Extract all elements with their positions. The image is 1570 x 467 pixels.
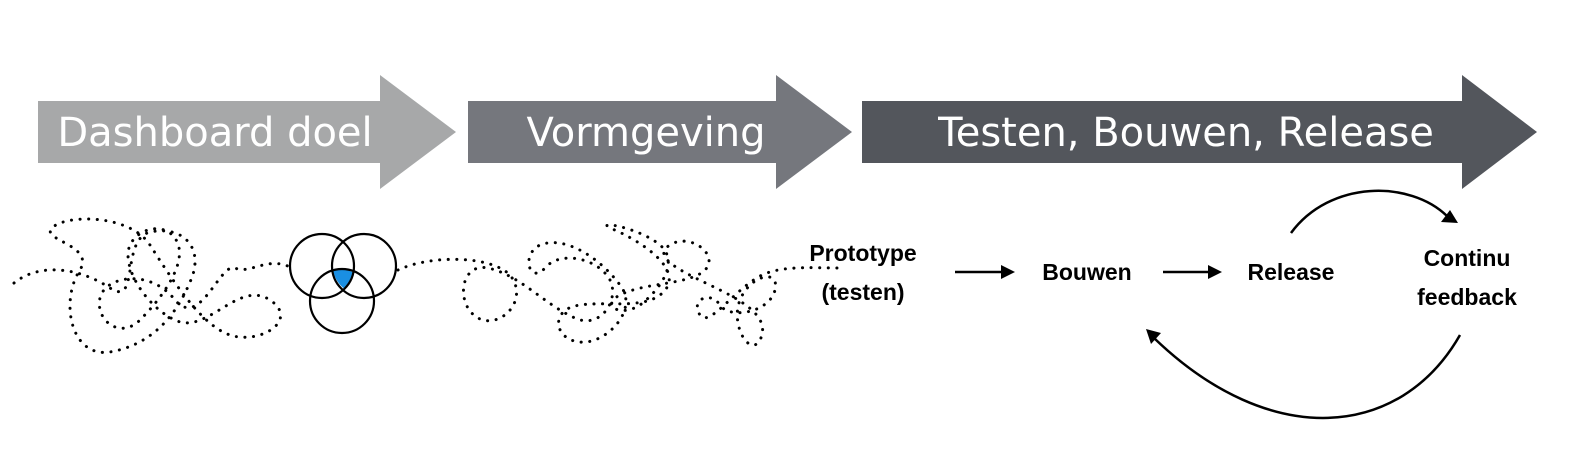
- loop-arrow-release-to-feedback: [1289, 189, 1448, 234]
- venn-diagram: [288, 232, 398, 335]
- dotted-scribble-exploration: [12, 217, 294, 354]
- phase-label-vormgeving: Vormgeving: [527, 110, 766, 156]
- dotted-scribble-design: [396, 223, 842, 347]
- step-prototype-line1: Prototype: [809, 240, 916, 266]
- venn-circle-right: [330, 232, 398, 300]
- phase-label-dashboard-doel: Dashboard doel: [57, 110, 372, 156]
- step-feedback-line2: feedback: [1417, 284, 1517, 310]
- step-feedback-line1: Continu: [1424, 245, 1511, 271]
- step-bouwen: Bouwen: [1042, 259, 1131, 285]
- loop-arrow-head-feedback: [1441, 210, 1458, 223]
- arrow-head-bouwen-to-release: [1208, 265, 1222, 279]
- loop-arrow-feedback-to-bouwen: [1153, 334, 1462, 420]
- step-prototype-line2: (testen): [821, 279, 904, 305]
- loop-arrow-head-bouwen: [1146, 329, 1161, 344]
- phase-arrow-dashboard-doel: [38, 75, 456, 189]
- venn-circle-bottom: [308, 267, 376, 335]
- phase-label-testen-bouwen-release: Testen, Bouwen, Release: [937, 110, 1434, 156]
- venn-intersection: [332, 268, 353, 289]
- phase-arrow-vormgeving: [468, 75, 852, 189]
- venn-circle-left: [288, 232, 356, 300]
- phase-arrow-testen-bouwen-release: [862, 75, 1537, 189]
- step-release: Release: [1248, 259, 1335, 285]
- arrow-head-prototype-to-bouwen: [1001, 265, 1015, 279]
